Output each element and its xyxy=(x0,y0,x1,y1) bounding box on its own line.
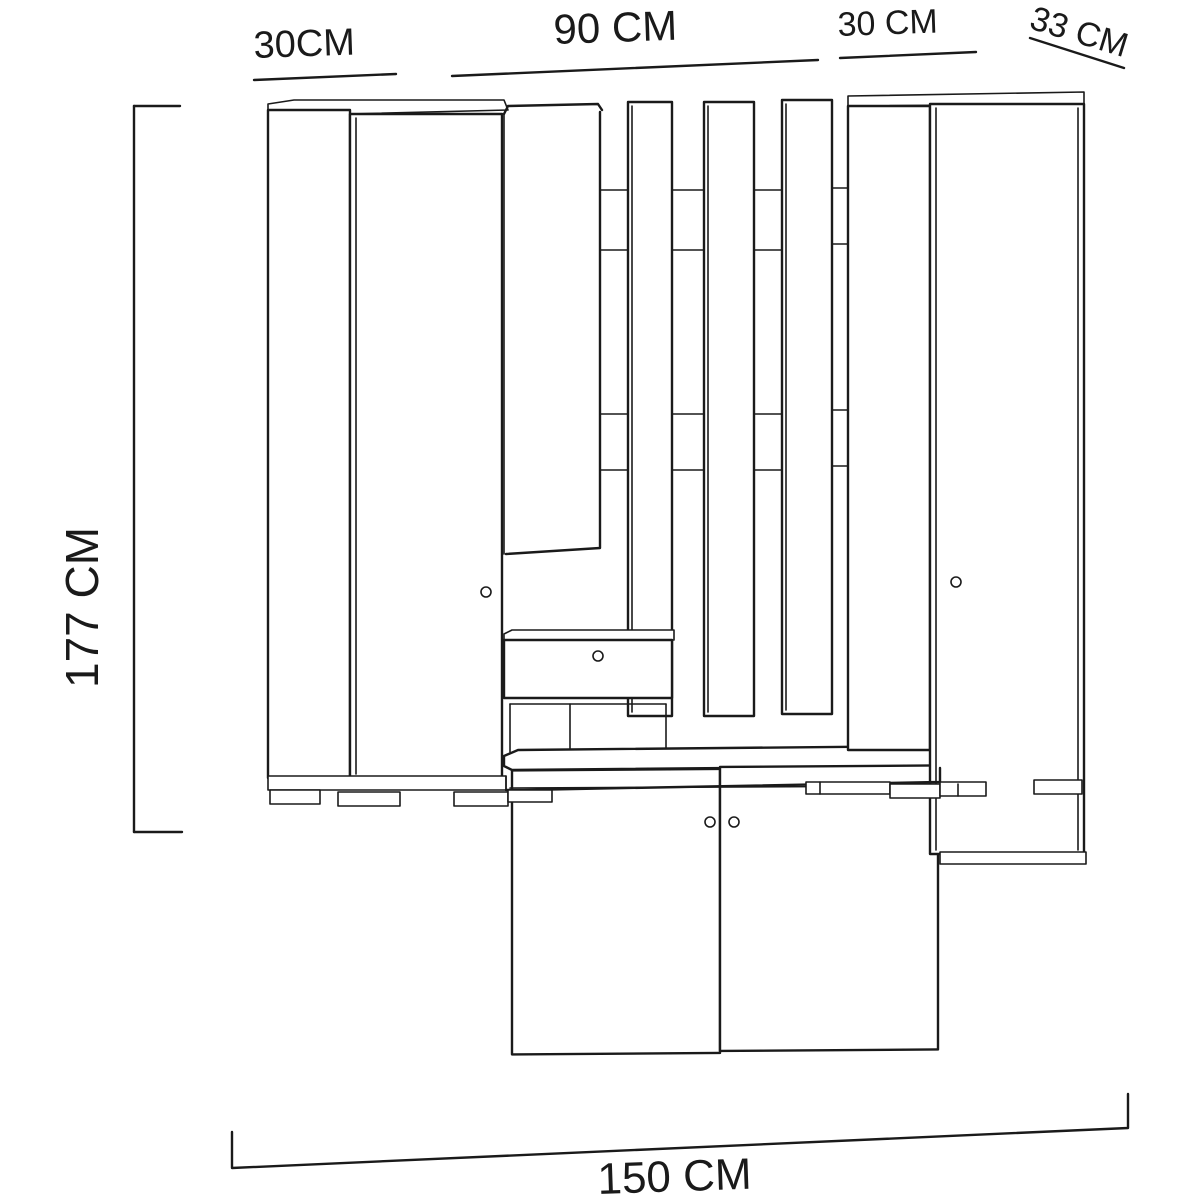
lower-right-knob xyxy=(728,816,740,828)
left-tall-cabinet xyxy=(266,99,509,807)
label-left-width: 30CM xyxy=(253,21,356,67)
lower-left-knob xyxy=(704,816,716,828)
label-total-width: 150 CM xyxy=(597,1150,753,1200)
dim-line-left-width xyxy=(252,72,398,82)
lower-left-door xyxy=(510,767,722,1056)
slat xyxy=(780,98,834,716)
dim-line-depth xyxy=(1028,36,1126,70)
slat xyxy=(626,100,674,718)
small-drawer xyxy=(502,629,675,753)
left-cabinet-foot xyxy=(453,791,509,807)
lower-right-door xyxy=(718,764,940,1053)
left-cabinet-foot xyxy=(269,789,321,805)
label-depth: 33 CM xyxy=(1026,0,1133,65)
dim-line-total-width xyxy=(230,1092,1130,1170)
lower-cabinet xyxy=(509,764,941,1056)
foot xyxy=(1033,779,1083,795)
foot xyxy=(507,789,553,803)
right-tall-cabinet xyxy=(846,91,1087,865)
foot xyxy=(805,781,891,795)
left-cabinet-knob xyxy=(480,586,492,598)
base-plinth xyxy=(504,766,1083,803)
foot xyxy=(889,783,941,799)
mirror-panel xyxy=(502,102,604,556)
dimension-lines xyxy=(132,36,1130,1170)
dim-line-height xyxy=(132,104,184,834)
dim-line-right-width xyxy=(838,50,978,60)
right-cabinet-knob xyxy=(950,576,962,588)
slat xyxy=(702,100,756,718)
left-cabinet-foot xyxy=(337,791,401,807)
label-right-width: 30 CM xyxy=(837,3,938,44)
furniture xyxy=(266,91,1087,1056)
foot xyxy=(939,781,987,797)
label-middle-width: 90 CM xyxy=(553,2,678,53)
dim-line-middle-width xyxy=(450,58,820,78)
drawer-knob xyxy=(592,650,604,662)
coat-rack-slats xyxy=(626,98,834,718)
label-height: 177 CM xyxy=(56,527,108,688)
